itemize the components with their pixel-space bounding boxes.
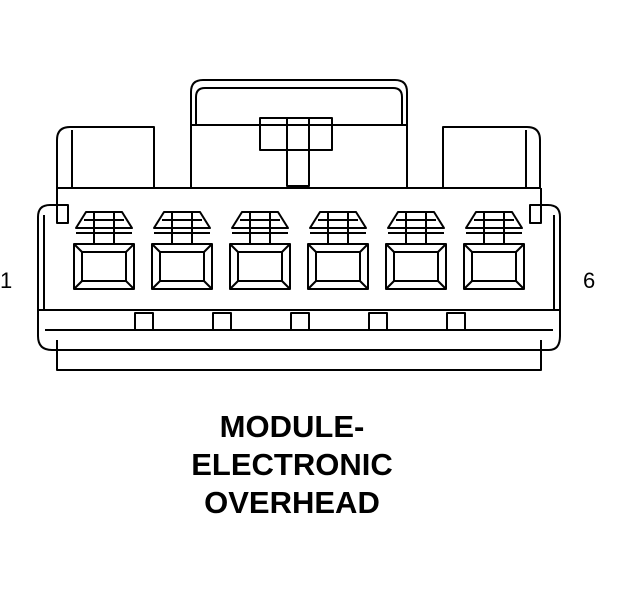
cavity-3-latch: [231, 211, 289, 229]
cavity-4: [307, 211, 369, 290]
cavity-5-outer: [385, 243, 447, 290]
key-4: [368, 312, 388, 331]
cavity-5-bevel-br: [437, 280, 447, 290]
cavity-3-inner: [237, 251, 283, 282]
cavity-5: [385, 211, 447, 290]
left-side-ear: [56, 204, 69, 224]
cavity-4-outer: [307, 243, 369, 290]
key-1: [134, 312, 154, 331]
cavity-1-bevel-tl: [73, 243, 83, 253]
key-5: [446, 312, 466, 331]
cavity-2-bevel-br: [203, 280, 213, 290]
cavity-1-bevel-bl: [73, 280, 83, 290]
left-top-tab: [56, 126, 155, 188]
cavity-1-latch: [75, 211, 133, 229]
cavity-6: [463, 211, 525, 290]
pin-1-label: 1: [0, 268, 13, 293]
center-housing-inner: [195, 87, 403, 125]
caption-line-3: OVERHEAD: [204, 485, 380, 520]
center-housing: [190, 79, 408, 188]
cavity-6-latch: [465, 211, 523, 229]
cavity-2-outer: [151, 243, 213, 290]
cavity-6-inner: [471, 251, 517, 282]
cavity-2-latch: [153, 211, 211, 229]
cavity-5-inner: [393, 251, 439, 282]
bottom-skirt: [56, 340, 542, 371]
cavity-2-bevel-tr: [203, 243, 213, 253]
cavity-3: [229, 211, 291, 290]
caption-line-2: ELECTRONIC: [191, 447, 393, 482]
cavity-3-bevel-bl: [229, 280, 239, 290]
cavity-4-bevel-tl: [307, 243, 317, 253]
cavity-5-bevel-tl: [385, 243, 395, 253]
cavity-4-bevel-br: [359, 280, 369, 290]
cavity-1-bevel-br: [125, 280, 135, 290]
cavity-1-bevel-tr: [125, 243, 135, 253]
pin-6-label: 6: [583, 268, 596, 293]
key-group: [134, 312, 466, 331]
cavity-2-bevel-bl: [151, 280, 161, 290]
cavity-4-bevel-bl: [307, 280, 317, 290]
cavity-4-inner: [315, 251, 361, 282]
locking-latch-stem: [286, 118, 310, 187]
cavity-4-latch: [309, 211, 367, 229]
connector-body-outline: [37, 204, 561, 351]
cavity-4-bevel-tr: [359, 243, 369, 253]
right-top-tab: [442, 126, 541, 188]
key-2: [212, 312, 232, 331]
key-3: [290, 312, 310, 331]
cavity-5-bevel-tr: [437, 243, 447, 253]
cavity-6-bevel-bl: [463, 280, 473, 290]
cavity-2: [151, 211, 213, 290]
cavity-3-bevel-tl: [229, 243, 239, 253]
caption-line-1: MODULE-: [219, 409, 365, 444]
cavity-6-bevel-br: [515, 280, 525, 290]
cavity-1-outer: [73, 243, 135, 290]
locking-latch-head: [259, 117, 333, 151]
cavity-group: [73, 211, 525, 290]
right-side-ear: [529, 204, 542, 224]
cavity-2-bevel-tl: [151, 243, 161, 253]
cavity-5-bevel-bl: [385, 280, 395, 290]
connector-caption: MODULE- ELECTRONIC OVERHEAD: [0, 408, 584, 522]
cavity-6-bevel-tl: [463, 243, 473, 253]
cavity-2-inner: [159, 251, 205, 282]
cavity-6-outer: [463, 243, 525, 290]
cavity-1-inner: [81, 251, 127, 282]
cavity-6-bevel-tr: [515, 243, 525, 253]
cavity-3-bevel-tr: [281, 243, 291, 253]
cavity-5-latch: [387, 211, 445, 229]
cavity-3-outer: [229, 243, 291, 290]
cavity-1: [73, 211, 135, 290]
cavity-3-bevel-br: [281, 280, 291, 290]
